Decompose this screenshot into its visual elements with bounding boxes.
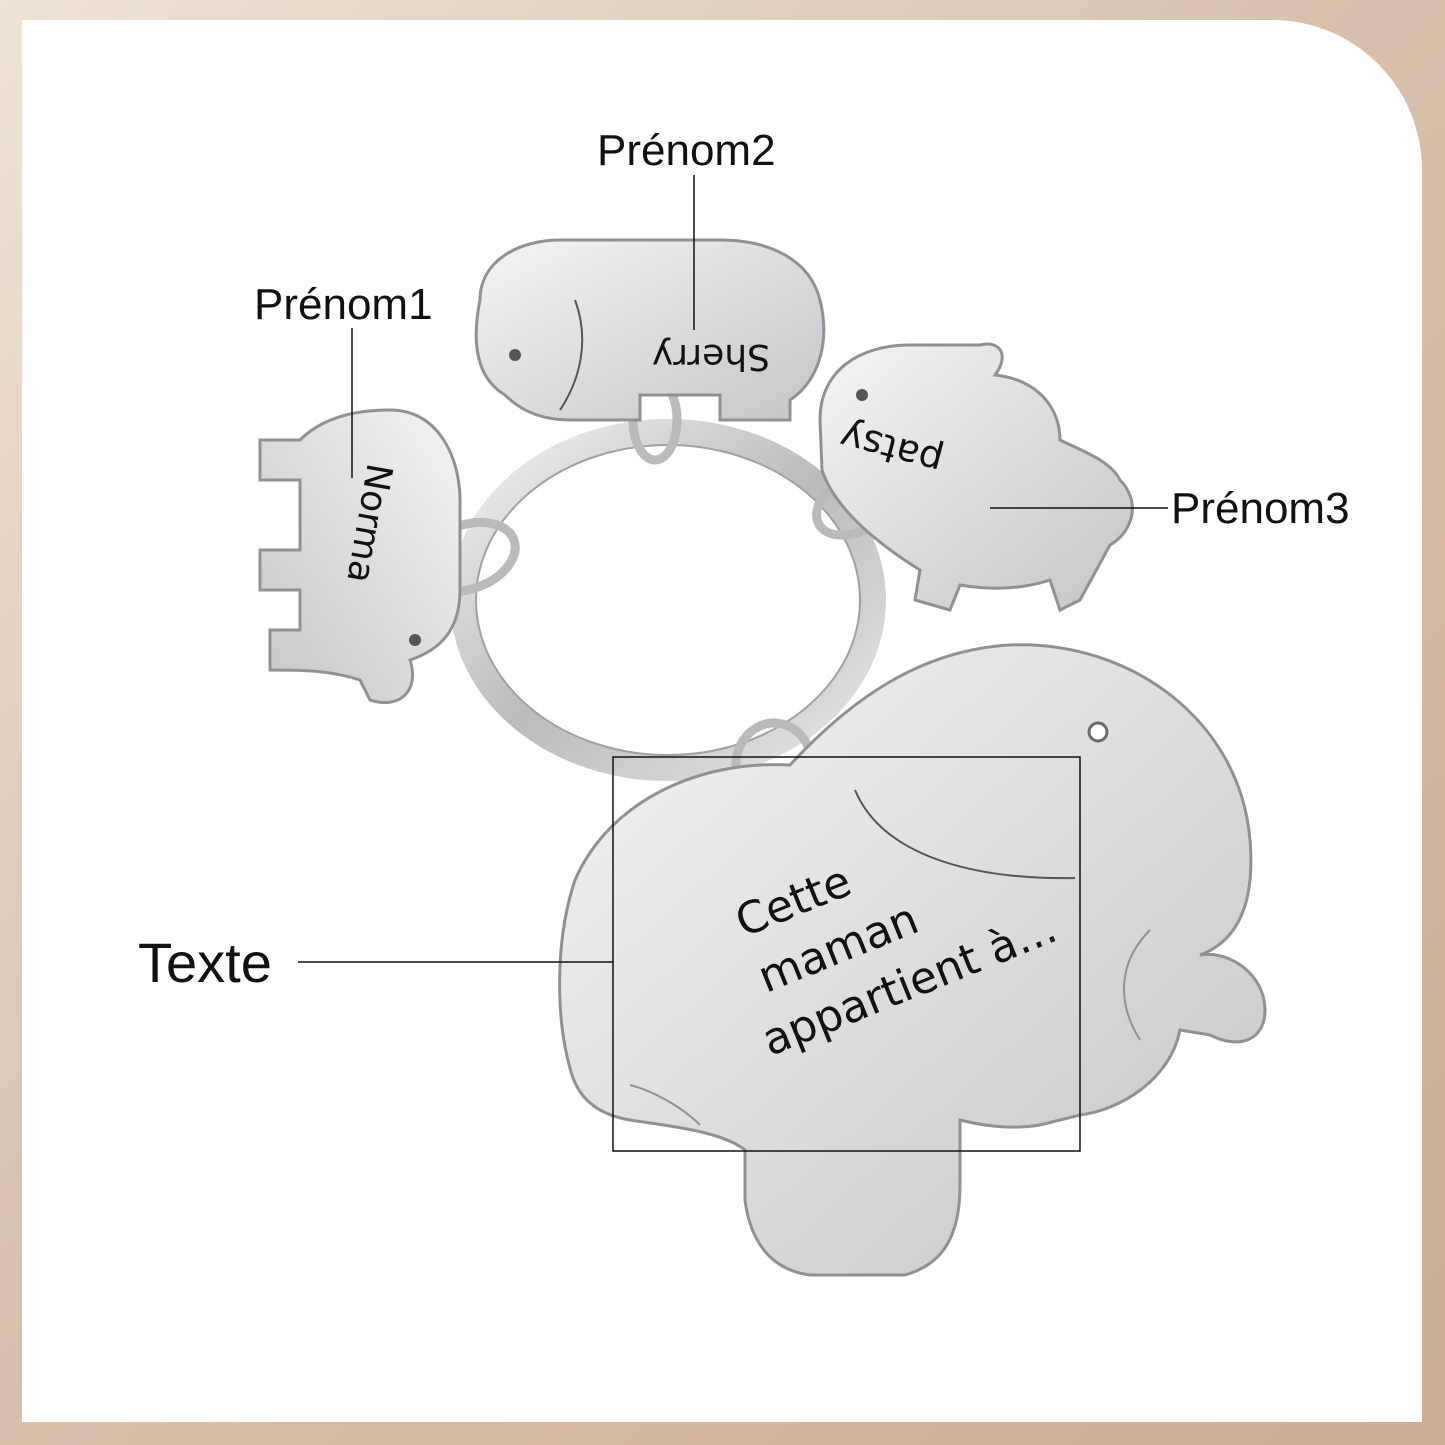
charm-3 bbox=[818, 342, 1134, 613]
charm-1 bbox=[258, 408, 462, 705]
charm-2 bbox=[474, 238, 826, 422]
main-elephant-charm bbox=[558, 643, 1267, 1277]
label-name3: Prénom3 bbox=[1171, 484, 1350, 533]
label-name2: Prénom2 bbox=[597, 126, 776, 175]
key-ring-inner-edge bbox=[475, 444, 861, 756]
label-name1: Prénom1 bbox=[254, 280, 433, 329]
text-area-box bbox=[612, 756, 1081, 1152]
charm-2-engraving: Sherry bbox=[652, 336, 770, 377]
label-text: Texte bbox=[138, 931, 272, 994]
key-ring bbox=[450, 419, 886, 781]
